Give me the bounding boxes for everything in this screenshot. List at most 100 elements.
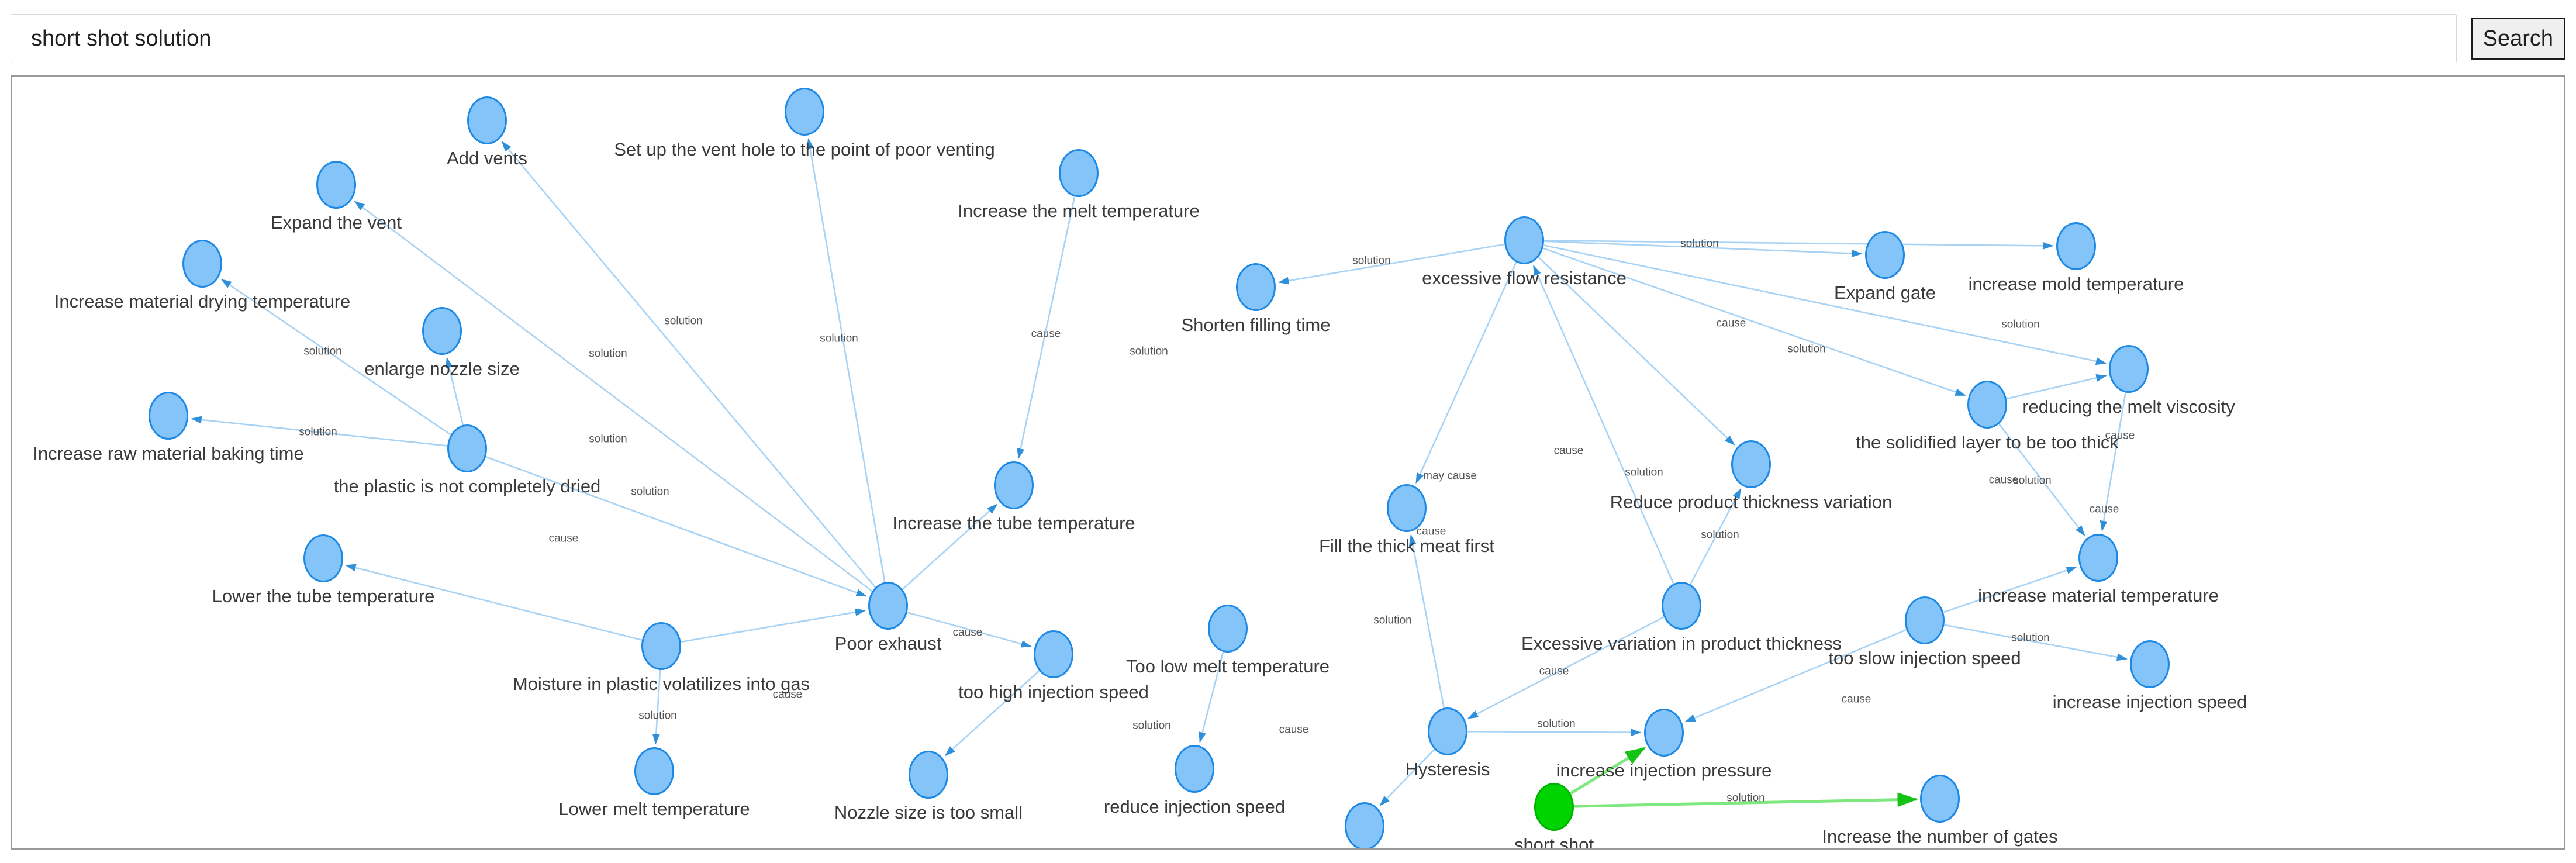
graph-node-circle[interactable] (316, 161, 356, 209)
graph-node-circle[interactable] (2130, 640, 2170, 688)
graph-node-expand-gate[interactable]: Expand gate (1834, 231, 1936, 302)
graph-edge-label: cause (1988, 474, 2019, 486)
graph-node-circle[interactable] (149, 392, 188, 440)
graph-node-label: Add vents (447, 148, 527, 168)
graph-node-circle[interactable] (641, 622, 681, 670)
graph-node-circle[interactable] (303, 534, 343, 582)
graph-edge (1689, 488, 1742, 585)
graph-node-hysteresis[interactable]: Hysteresis (1406, 707, 1490, 778)
graph-node-the-plastic-is-not-completely-dried[interactable]: the plastic is not completely dried (334, 424, 600, 495)
graph-node-fill-the-thick-meat-first[interactable]: Fill the thick meat first (1319, 484, 1494, 555)
graph-node-circle[interactable] (1208, 605, 1248, 653)
graph-edge (1574, 792, 1918, 808)
graph-node-increase-injection-pressure[interactable]: increase injection pressure (1556, 709, 1772, 779)
graph-edge-label: cause (1416, 525, 1446, 538)
graph-edge (1278, 243, 1505, 285)
graph-node-circle[interactable] (2078, 534, 2118, 582)
graph-node-nozzle-size-is-too-small[interactable]: Nozzle size is too small (834, 751, 1023, 821)
graph-node-circle[interactable] (1967, 381, 2007, 429)
graph-edge (1199, 651, 1224, 743)
search-button[interactable]: Search (2470, 18, 2565, 60)
graph-edge-label: solution (631, 485, 669, 498)
graph-node-shorten-filling-time[interactable]: Shorten filling time (1181, 263, 1331, 334)
graph-node-lower-melt-temperature[interactable]: Lower melt temperature (558, 747, 750, 818)
graph-node-too-high-injection-speed[interactable]: too high injection speed (958, 630, 1149, 701)
graph-node-circle[interactable] (1428, 707, 1467, 755)
graph-edge-label: solution (1130, 345, 1168, 358)
search-input[interactable] (11, 14, 2457, 63)
graph-node-label: too slow injection speed (1828, 648, 2021, 668)
graph-node-label: Reduce product thickness variation (1610, 492, 1893, 512)
graph-node-poor-exhaust[interactable]: Poor exhaust (835, 582, 941, 653)
graph-node-circle[interactable] (2056, 222, 2096, 270)
graph-edge (345, 564, 643, 641)
graph-node-moisture-in-plastic-volatilizes-into-gas[interactable]: Moisture in plastic volatilizes into gas (513, 622, 810, 693)
graph-node-the-solidified-layer-to-be-too-thick[interactable]: the solidified layer to be too thick (1856, 381, 2119, 451)
graph-node-add-vents[interactable]: Add vents (447, 96, 527, 167)
graph-edge (681, 608, 866, 643)
graph-node-circle[interactable] (868, 582, 908, 630)
graph-node-circle[interactable] (447, 424, 487, 472)
graph-node-too-low-melt-temperature[interactable]: Too low melt temperature (1126, 605, 1330, 675)
graph-node-circle[interactable] (785, 88, 824, 136)
graph-edge (652, 669, 661, 745)
graph-node-circle[interactable] (1731, 440, 1771, 488)
graph-node-increase-raw-material-baking-time[interactable]: Increase raw material baking time (33, 392, 304, 462)
graph-node-increase-mold-temperature[interactable]: increase mold temperature (1969, 222, 2184, 293)
graph-edge (902, 503, 998, 590)
graph-node-increase-the-melt-temperature[interactable]: Increase the melt temperature (958, 149, 1200, 220)
graph-edge (220, 278, 451, 436)
graph-node-circle[interactable] (1345, 802, 1384, 848)
graph-node-circle[interactable] (182, 240, 222, 288)
graph-node-circle[interactable] (1034, 630, 1073, 678)
graph-edge-label: cause (2089, 503, 2119, 516)
graph-node-short-shot[interactable]: short shot (1514, 783, 1594, 848)
graph-node-circle[interactable] (1504, 216, 1544, 264)
graph-node-circle[interactable] (2109, 345, 2149, 393)
graph-edge-label: may cause (1423, 470, 1477, 482)
graph-node-label: the plastic is not completely dried (333, 476, 601, 496)
graph-node-circle[interactable] (1059, 149, 1099, 197)
graph-node-label: increase material temperature (1978, 585, 2219, 606)
graph-node-label: Expand the vent (270, 212, 402, 233)
graph-edge (1379, 748, 1435, 806)
graph-edge-label: solution (1537, 717, 1576, 730)
graph-edge-label: solution (1726, 792, 1765, 805)
graph-node-label: Moisture in plastic volatilizes into gas (512, 674, 810, 694)
graph-node-circle[interactable] (1236, 263, 1276, 311)
graph-node-reduce-injection-speed[interactable]: reduce injection speed (1104, 745, 1285, 816)
graph-node-increase-injection-speed[interactable]: increase injection speed (2053, 640, 2247, 711)
graph-node-label: short shot (1514, 834, 1594, 850)
graph-node-reduce-product-thickness-variation[interactable]: Reduce product thickness variation (1610, 440, 1892, 511)
graph-edge-label: solution (2011, 631, 2050, 644)
graph-node-expand-the-vent[interactable]: Expand the vent (271, 161, 402, 232)
graph-node-increase-the-number-of-gates[interactable]: Increase the number of gates (1822, 775, 2058, 845)
graph-node-increase-material-temperature[interactable]: increase material temperature (1978, 534, 2219, 605)
graph-node-circle[interactable] (467, 96, 507, 144)
graph-canvas[interactable]: solution solution solution solution solution… (12, 77, 2564, 848)
knowledge-graph-panel[interactable]: solution solution solution solution solution… (11, 75, 2565, 850)
graph-node-circle[interactable] (634, 747, 674, 795)
graph-node-set-up-vent-hole[interactable]: Set up the vent hole to the point of poo… (614, 88, 995, 158)
graph-node-reducing-the-melt-viscosity[interactable]: reducing the melt viscosity (2022, 345, 2235, 416)
graph-node-excessive-flow-resistance[interactable]: excessive flow resistance (1422, 216, 1627, 287)
graph-node-circle[interactable] (1644, 709, 1684, 757)
graph-node-too-slow-injection-speed[interactable]: too slow injection speed (1828, 596, 2021, 667)
graph-node-excessive-variation-in-product-thickness[interactable]: Excessive variation in product thickness (1521, 582, 1842, 653)
graph-node-circle[interactable] (1534, 783, 1574, 831)
graph-node-circle[interactable] (1905, 596, 1945, 644)
graph-node-circle[interactable] (1662, 582, 1701, 630)
graph-node-increase-material-drying-temperature[interactable]: Increase material drying temperature (54, 240, 350, 310)
graph-edge (1944, 624, 2128, 661)
graph-node-circle[interactable] (909, 751, 948, 799)
graph-node-circle[interactable] (422, 307, 462, 355)
graph-node-circle[interactable] (1175, 745, 1214, 793)
graph-node-circle[interactable] (994, 461, 1034, 509)
graph-node-circle[interactable] (1387, 484, 1427, 532)
graph-node-enlarge-nozzle-size[interactable]: enlarge nozzle size (364, 307, 520, 378)
graph-node-lower-the-tube-temperature[interactable]: Lower the tube temperature (212, 534, 434, 605)
graph-node-increase-the-tube-temperature[interactable]: Increase the tube temperature (892, 461, 1135, 532)
graph-node-circle[interactable] (1865, 231, 1905, 279)
graph-node-excessive-melt-viscosity[interactable]: excessive melt viscosity (1345, 802, 1384, 848)
graph-node-circle[interactable] (1920, 775, 1960, 823)
